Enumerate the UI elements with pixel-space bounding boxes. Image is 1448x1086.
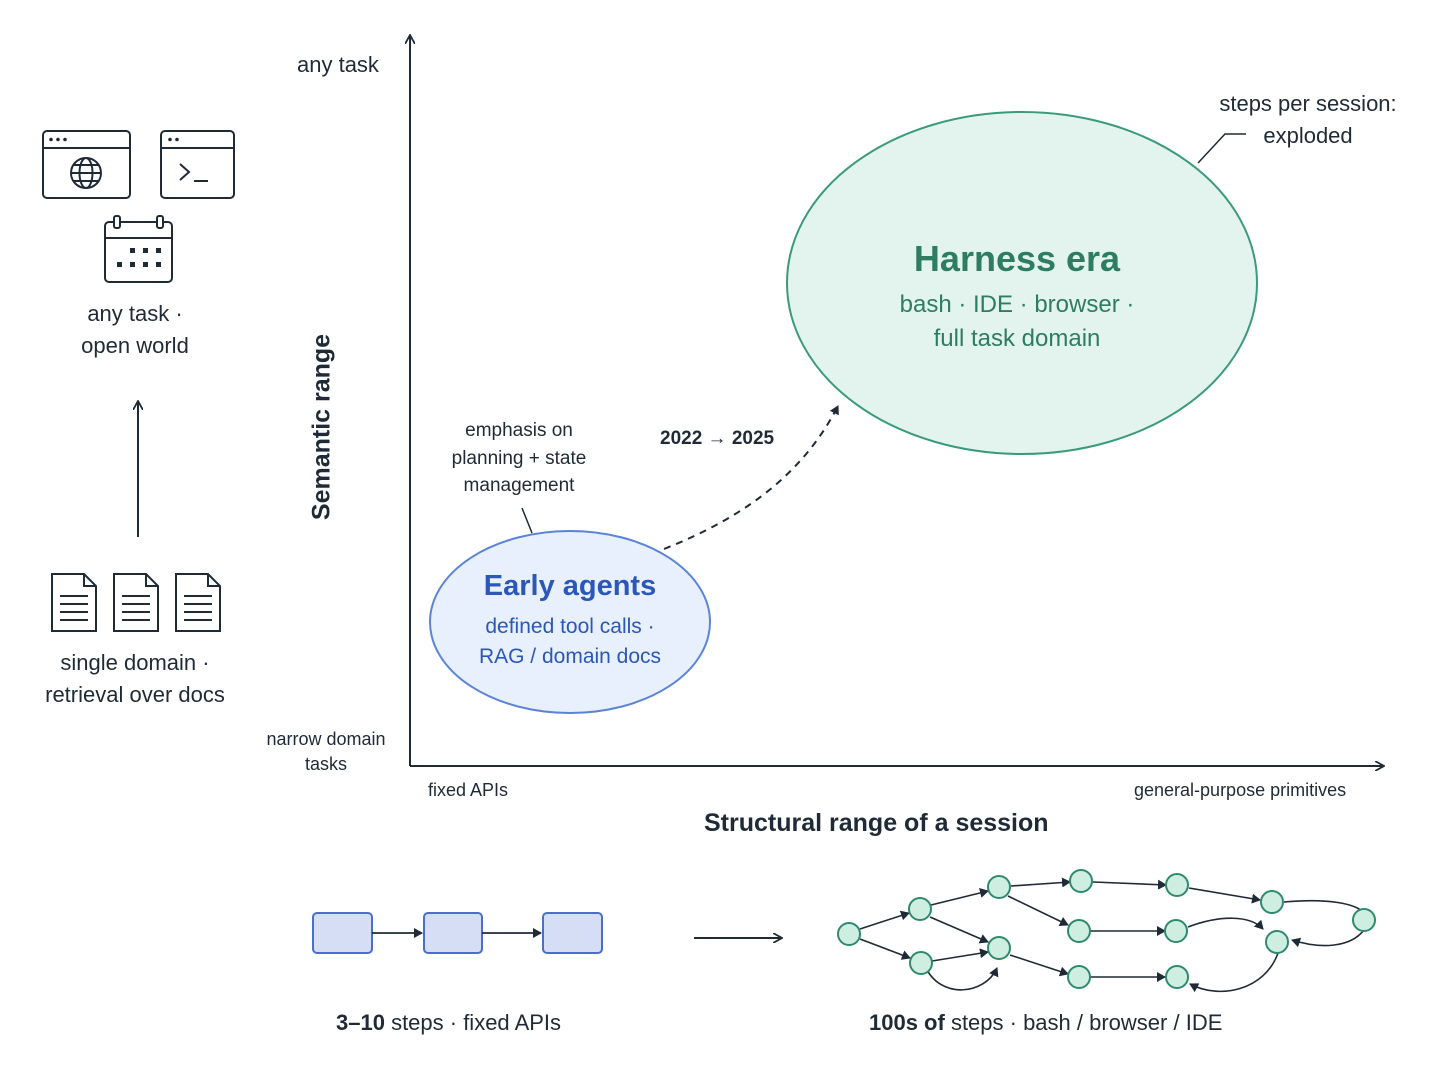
graph-node [1067, 919, 1091, 943]
harness-era-annotation-line: steps per session: [1219, 91, 1397, 116]
graph-node [987, 936, 1011, 960]
bottom-left-caption: 3–10 steps · fixed APIs [336, 1010, 561, 1036]
graph-node [1352, 908, 1376, 932]
pipeline-step [312, 912, 373, 954]
graph-node [1165, 873, 1189, 897]
harness-era-ellipse [786, 111, 1258, 455]
left-panel-top-caption-line: any task · [87, 301, 183, 326]
harness-era-subtitle-line: bash · IDE · browser · [899, 291, 1135, 318]
graph-node [1067, 965, 1091, 989]
y-axis-top-label: any task [297, 52, 379, 77]
graph-node [1069, 869, 1093, 893]
early-agents-title: Early agents [483, 570, 657, 602]
terminal-window-icon [160, 130, 235, 199]
left-panel-top-caption: any task · open world [40, 298, 230, 362]
left-panel-top-caption-line: open world [81, 333, 189, 358]
early-agents-subtitle-line: RAG / domain docs [478, 645, 662, 668]
transition-label: 2022 → 2025 [660, 428, 775, 449]
step-graph [837, 869, 1376, 993]
left-panel-bottom-caption-line: retrieval over docs [45, 682, 225, 707]
graph-node [1265, 930, 1289, 954]
early-agents-annotation-line: emphasis on [465, 420, 573, 441]
harness-annotation-leader [1197, 133, 1246, 164]
harness-era-annotation: steps per session: exploded [1206, 88, 1410, 152]
early-agents-subtitle-line: defined tool calls · [485, 615, 655, 638]
y-axis-bottom-label-line: tasks [304, 754, 347, 774]
early-agents-annotation: emphasis on planning + state management [429, 417, 609, 500]
harness-era-title: Harness era [913, 238, 1121, 279]
pipeline-step [423, 912, 483, 954]
transition-arrow [663, 405, 839, 550]
graph-node [837, 922, 861, 946]
bottom-right-caption-strong: 100s of [869, 1010, 945, 1035]
x-axis-label: Structural range of a session [704, 809, 1049, 837]
pipeline-step [542, 912, 603, 954]
harness-era-annotation-line: exploded [1263, 123, 1353, 148]
y-axis-label: Semantic range [307, 333, 336, 521]
bottom-right-caption-rest: steps · bash / browser / IDE [944, 1010, 1223, 1035]
graph-node [909, 951, 933, 975]
graph-node [1165, 965, 1189, 989]
calendar-icon [104, 215, 173, 283]
browser-window-icon [42, 130, 131, 199]
x-axis-left-label: fixed APIs [428, 780, 509, 800]
linear-pipeline [312, 912, 603, 954]
graph-node [987, 875, 1011, 899]
early-agents-annotation-line: planning + state [451, 447, 587, 469]
bottom-left-caption-strong: 3–10 [336, 1010, 385, 1035]
early-agents-subtitle: defined tool calls · RAG / domain docs [440, 612, 700, 672]
x-axis-right-label: general-purpose primitives [1134, 780, 1347, 800]
document-icon [51, 573, 97, 632]
y-axis-bottom-label-line: narrow domain [266, 729, 386, 749]
harness-era-subtitle-line: full task domain [933, 325, 1101, 352]
graph-node [1164, 919, 1188, 943]
early-annotation-leader [521, 507, 533, 534]
y-axis-bottom-label: narrow domain tasks [256, 727, 396, 777]
bottom-right-caption: 100s of steps · bash / browser / IDE [869, 1010, 1222, 1036]
left-panel-bottom-caption: single domain · retrieval over docs [25, 647, 245, 711]
graph-node [1260, 890, 1284, 914]
early-agents-ellipse [429, 530, 711, 714]
graph-node [908, 897, 932, 921]
bottom-left-caption-rest: steps · fixed APIs [384, 1010, 562, 1035]
left-panel-bottom-caption-line: single domain · [60, 650, 210, 675]
document-icon [175, 573, 221, 632]
document-icon [113, 573, 159, 632]
early-agents-annotation-line: management [463, 475, 575, 496]
harness-era-subtitle: bash · IDE · browser · full task domain [867, 288, 1167, 356]
